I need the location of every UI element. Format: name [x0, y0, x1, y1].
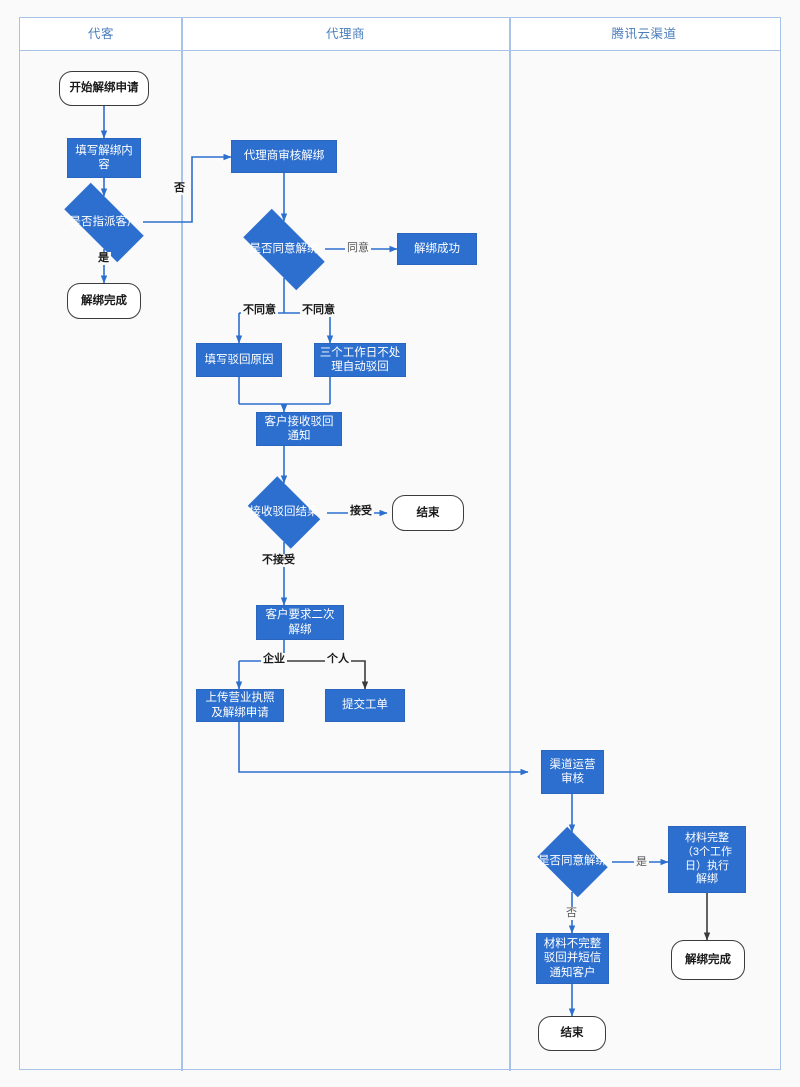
- node-materials-ok[interactable]: 材料完整 （3个工作 日）执行 解绑: [668, 826, 746, 893]
- node-end-tencent[interactable]: 结束: [538, 1016, 606, 1051]
- node-materials-ok-line1: 材料完整: [685, 832, 729, 844]
- node-accept-result-label: 接收驳回结果: [249, 505, 319, 518]
- node-auto-reject-line1: 三个工作日不处: [319, 346, 401, 359]
- node-agent-review[interactable]: 代理商审核解绑: [231, 140, 337, 173]
- edge-label-accept: 接受: [348, 505, 374, 518]
- node-fill-unbind-line2: 容: [98, 159, 110, 171]
- node-materials-bad[interactable]: 材料不完整 驳回并短信 通知客户: [536, 933, 609, 984]
- edge-label-review-yes: 是: [634, 856, 649, 869]
- node-end-tencent-label: 结束: [560, 1027, 584, 1040]
- edge-label-agree-yes: 同意: [345, 242, 371, 255]
- edge-label-disagree-right: 不同意: [300, 304, 337, 317]
- node-upload-license-line2: 及解绑申请: [211, 706, 269, 719]
- lane-divider-2: [509, 18, 511, 1071]
- node-materials-ok-line2: （3个工作: [681, 845, 733, 858]
- node-unbind-done-right-label: 解绑完成: [685, 953, 731, 966]
- node-fill-unbind[interactable]: 填写解绑内 容: [67, 138, 141, 178]
- lane-divider-1: [181, 18, 183, 1071]
- node-assign-customer-label: 是否指派客户: [69, 215, 139, 228]
- node-customer-notice[interactable]: 客户接收驳回 通知: [256, 412, 342, 446]
- node-agree-unbind-2-label: 是否同意解绑: [538, 855, 607, 868]
- edge-label-assign-yes: 是: [96, 252, 111, 265]
- node-second-unbind-line1: 客户要求二次: [265, 609, 335, 622]
- node-agent-review-label: 代理商审核解绑: [243, 150, 325, 163]
- node-materials-ok-line3: 日）执行: [685, 859, 729, 872]
- node-unbind-success[interactable]: 解绑成功: [397, 233, 477, 265]
- node-unbind-success-label: 解绑成功: [414, 242, 460, 255]
- node-channel-review-line2: 审核: [561, 773, 584, 785]
- edge-label-review-no: 否: [564, 907, 579, 920]
- node-materials-bad-line2: 驳回并短信: [543, 952, 602, 965]
- node-customer-notice-line2: 通知: [287, 430, 311, 442]
- lane-header-customer: 代客: [87, 27, 114, 41]
- edge-label-enterprise: 企业: [261, 653, 287, 666]
- node-end-agent[interactable]: 结束: [392, 495, 464, 531]
- node-fill-unbind-line1: 填写解绑内: [75, 144, 133, 157]
- node-unbind-done-left[interactable]: 解绑完成: [67, 283, 141, 319]
- node-agree-unbind[interactable]: 是否同意解绑: [231, 208, 337, 291]
- node-fill-reject-reason[interactable]: 填写驳回原因: [196, 343, 282, 377]
- node-customer-notice-line1: 客户接收驳回: [264, 415, 334, 428]
- node-agree-unbind-label: 是否同意解绑: [249, 242, 319, 255]
- node-submit-ticket[interactable]: 提交工单: [325, 689, 405, 722]
- node-upload-license[interactable]: 上传营业执照 及解绑申请: [196, 689, 284, 722]
- edge-label-assign-no: 否: [172, 182, 187, 195]
- node-upload-license-line1: 上传营业执照: [205, 692, 275, 705]
- node-start-apply[interactable]: 开始解绑申请: [59, 71, 149, 106]
- edge-label-not-accept: 不接受: [260, 554, 297, 567]
- node-second-unbind[interactable]: 客户要求二次 解绑: [256, 605, 344, 640]
- node-auto-reject-line2: 理自动驳回: [331, 361, 389, 373]
- edge-label-disagree-left: 不同意: [241, 304, 278, 317]
- swimlane-header-row: 代客 代理商 腾讯云渠道: [20, 18, 780, 51]
- node-submit-ticket-label: 提交工单: [342, 699, 388, 712]
- node-unbind-done-right[interactable]: 解绑完成: [671, 940, 745, 980]
- node-agree-unbind-2[interactable]: 是否同意解绑: [532, 826, 613, 898]
- node-auto-reject-3days[interactable]: 三个工作日不处 理自动驳回: [314, 343, 406, 377]
- lane-header-tencent: 腾讯云渠道: [611, 27, 677, 41]
- node-accept-result[interactable]: 接收驳回结果: [241, 476, 327, 549]
- node-materials-bad-line1: 材料不完整: [543, 937, 602, 950]
- node-end-agent-label: 结束: [416, 506, 440, 519]
- node-materials-ok-line4: 解绑: [696, 873, 718, 886]
- node-channel-review-line1: 渠道运营: [549, 758, 596, 771]
- node-fill-reject-reason-label: 填写驳回原因: [204, 353, 274, 366]
- node-channel-review[interactable]: 渠道运营 审核: [541, 750, 604, 794]
- node-start-apply-label: 开始解绑申请: [69, 82, 139, 95]
- lane-header-agent: 代理商: [325, 27, 365, 41]
- node-assign-customer[interactable]: 是否指派客户: [51, 182, 157, 263]
- node-second-unbind-line2: 解绑: [288, 623, 312, 636]
- node-unbind-done-left-label: 解绑完成: [81, 294, 127, 307]
- node-materials-bad-line3: 通知客户: [549, 966, 596, 979]
- edge-label-personal: 个人: [325, 653, 351, 666]
